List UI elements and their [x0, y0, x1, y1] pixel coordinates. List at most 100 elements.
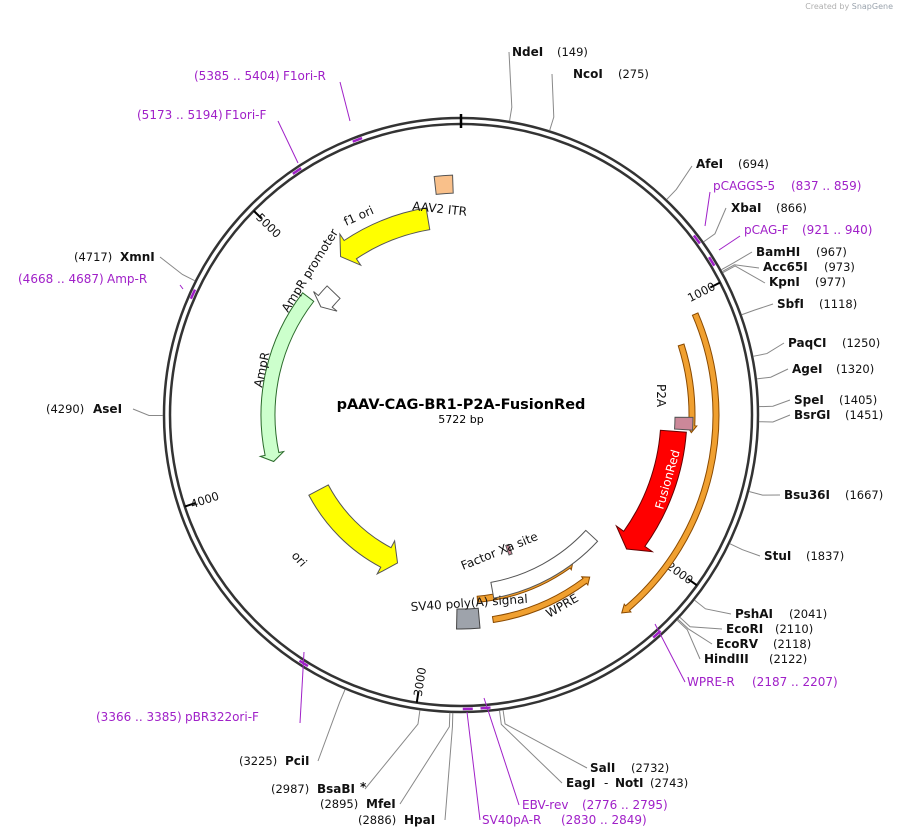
primer-pcaggs-5: pCAGGS-5: [713, 179, 775, 193]
feature-aav2-itr-label: AAV2 ITR: [412, 199, 468, 219]
enzyme-spei-pos: (1405): [839, 393, 877, 407]
enzyme-leader: [721, 264, 760, 272]
enzyme-leader: [159, 256, 196, 282]
enzyme-leader: [679, 616, 723, 630]
enzyme-leader: [748, 491, 781, 496]
enzyme-kpni-pos: (977): [815, 275, 846, 289]
primer-pcaggs-5-range: (837 .. 859): [791, 179, 861, 193]
enzyme-pshai: PshAI: [735, 607, 773, 621]
tick-mark: [184, 502, 196, 508]
enzyme-noti-pos: (2743): [650, 776, 688, 790]
tick-label: 5000: [253, 210, 284, 241]
enzyme-bamhi: BamHI: [756, 245, 800, 259]
enzyme-xmni: XmnI: [120, 250, 155, 264]
orf-arrow-inner-1: [491, 576, 591, 624]
primer-amp-r-range: (4668 .. 4687): [18, 272, 104, 286]
primer-mark: [652, 629, 662, 639]
feature-p2a-label: P2A: [654, 384, 668, 408]
tick-label: 1000: [685, 279, 717, 305]
enzyme-leader: [676, 619, 701, 660]
enzyme-leader: [508, 51, 513, 122]
enzyme-asei-pos: (4290): [46, 402, 84, 416]
enzyme-sali: SalI: [590, 761, 615, 775]
features: [258, 174, 720, 630]
enzyme-stui-pos: (1837): [806, 549, 844, 563]
enzyme-leader: [317, 689, 346, 762]
orf-arrow-outer: [621, 312, 720, 614]
enzyme-leader: [758, 414, 791, 423]
primer-f1ori-r-range: (5385 .. 5404): [194, 69, 280, 83]
primer-pcag-f: pCAG-F: [744, 223, 789, 237]
enzyme-acc65i-pos: (973): [824, 260, 855, 274]
enzyme-leader: [399, 712, 451, 805]
enzyme-hindiii-pos: (2122): [769, 652, 807, 666]
primer-leader: [654, 623, 686, 683]
feature-ori-label: ori: [289, 549, 310, 570]
primer-mark: [352, 136, 363, 143]
enzyme-xbai-pos: (866): [776, 201, 807, 215]
snapgene-logo: SnapGene: [851, 2, 893, 11]
primer-mark: [189, 289, 197, 300]
enzyme-ecorv-pos: (2118): [773, 637, 811, 651]
enzyme-leader: [444, 712, 454, 821]
enzyme-mfei-pos: (2895): [320, 797, 358, 811]
plasmid-length: 5722 bp: [438, 413, 483, 426]
enzyme-bsrgi: BsrGI: [794, 408, 831, 422]
enzyme-sbfi-pos: (1118): [819, 297, 857, 311]
primer-pcag-f-range: (921 .. 940): [802, 223, 872, 237]
enzyme-acc65i: Acc65I: [763, 260, 808, 274]
enzyme-bsabi-mark: *: [360, 780, 367, 794]
primer-mark: [480, 706, 491, 710]
enzyme-hpai: HpaI: [404, 813, 435, 827]
enzyme-bsu36i: Bsu36I: [784, 488, 830, 502]
snapgene-credit: Created by SnapGene: [805, 2, 893, 11]
enzyme-xbai: XbaI: [731, 201, 761, 215]
enzyme-hindiii: HindIII: [704, 652, 749, 666]
enzyme-agei: AgeI: [792, 362, 822, 376]
primer-leader: [179, 284, 184, 290]
feature-factor-xa: [505, 543, 513, 556]
enzyme-ecorv: EcoRV: [716, 637, 759, 651]
enzyme-pcii: PciI: [285, 754, 310, 768]
feature-ori: [308, 484, 399, 576]
primer-f1ori-f-range: (5173 .. 5194): [137, 108, 223, 122]
primer-mark: [692, 234, 701, 245]
feature-ampr: [258, 292, 315, 463]
primer-amp-r: Amp-R: [107, 272, 147, 286]
enzyme-bsrgi-pos: (1451): [845, 408, 883, 422]
primer-leader: [704, 191, 711, 227]
enzyme-ncoi: NcoI: [573, 67, 603, 81]
feature-factor-xa-label: Factor Xa site: [459, 529, 540, 573]
feature-f1-ori: [339, 207, 431, 267]
enzyme-afei-pos: (694): [738, 157, 769, 171]
enzyme-ecori: EcoRI: [726, 622, 763, 636]
enzyme-sbfi: SbfI: [777, 297, 804, 311]
primer-ebv-rev-range: (2776 .. 2795): [582, 798, 668, 812]
tick-label: 3000: [411, 666, 429, 697]
primer-leader: [466, 711, 481, 821]
enzyme-paqci-pos: (1250): [842, 336, 880, 350]
enzyme-stui: StuI: [764, 549, 791, 563]
feature-sv40-polya: [456, 607, 481, 630]
enzyme-kpni: KpnI: [769, 275, 800, 289]
enzyme-agei-pos: (1320): [836, 362, 874, 376]
primer-pbr322ori-f-range: (3366 .. 3385): [96, 710, 182, 724]
primer-wpre-r-range: (2187 .. 2207): [752, 675, 838, 689]
enzyme-bamhi-pos: (967): [816, 245, 847, 259]
enzyme-leader: [729, 543, 761, 557]
enzyme-asei: AseI: [93, 402, 122, 416]
enzyme-ecori-pos: (2110): [775, 622, 813, 636]
enzyme-bsabi: BsaBI: [317, 782, 355, 796]
primer-wpre-r: WPRE-R: [687, 675, 735, 689]
primer-mark: [292, 167, 302, 175]
primer-leader: [277, 120, 299, 164]
enzyme-leader: [722, 265, 766, 284]
primer-ebv-rev: EBV-rev: [522, 798, 568, 812]
primer-labels: F1ori-R (5385 .. 5404) F1ori-F (5173 .. …: [18, 69, 872, 827]
primer-mark: [708, 256, 716, 267]
enzyme-ncoi-pos: (275): [618, 67, 649, 81]
enzyme-leader: [694, 599, 732, 615]
plasmid-name: pAAV-CAG-BR1-P2A-FusionRed: [337, 397, 586, 413]
tick-mark: [415, 691, 420, 703]
